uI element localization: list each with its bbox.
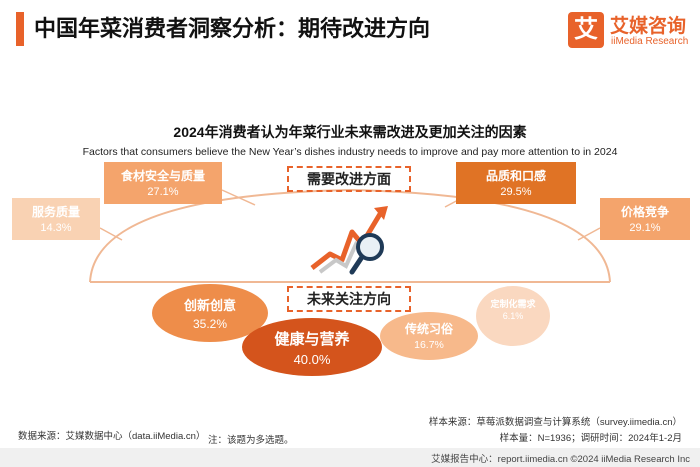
chart-subtitle: Factors that consumers believe the New Y…: [82, 146, 618, 158]
factor-value: 29.5%: [500, 186, 532, 198]
factor-value: 16.7%: [414, 339, 444, 351]
factor-name: 品质和口感: [485, 169, 546, 183]
factor-value: 6.1%: [502, 311, 524, 321]
factor-name: 服务质量: [31, 205, 80, 219]
data-source: 数据来源：艾媒数据中心（data.iiMedia.cn）: [18, 431, 206, 442]
factor-bubble-innovation: 创新创意 35.2%: [152, 284, 268, 342]
report-center-link[interactable]: 艾媒报告中心：report.iimedia.cn ©2024 iiMedia R…: [431, 454, 690, 465]
factor-box-service-quality: 服务质量 14.3%: [12, 198, 100, 240]
sample-source: 样本来源：草莓派数据调查与计算系统（survey.iimedia.cn）: [428, 417, 682, 428]
factor-box-quality-taste: 品质和口感 29.5%: [456, 162, 576, 204]
factor-value: 40.0%: [293, 352, 331, 367]
factor-bubble-health-nutrition: 健康与营养 40.0%: [242, 318, 382, 376]
chart-title: 2024年消费者认为年菜行业未来需改进及更加关注的因素: [173, 124, 527, 140]
trend-magnifier-icon: [310, 206, 388, 275]
group-label-focus: 未来关注方向: [287, 286, 411, 312]
header-accent-bar: [16, 12, 24, 46]
sample-size: 样本量：N=1936；调研时间：2024年1-2月: [499, 433, 682, 444]
factor-value: 14.3%: [40, 222, 72, 234]
factor-name: 创新创意: [183, 298, 236, 313]
factor-name: 价格竞争: [620, 205, 669, 219]
factor-value: 27.1%: [147, 186, 179, 198]
factor-name: 定制化需求: [490, 299, 536, 309]
factor-name: 传统习俗: [404, 322, 453, 336]
iimedia-logo: 艾 艾媒咨询 iiMedia Research: [568, 10, 694, 54]
group-label-improve: 需要改进方面: [287, 166, 411, 192]
logo-english-name: iiMedia Research: [611, 36, 689, 47]
logo-mark: 艾: [568, 12, 604, 48]
connector-food-safety: [221, 189, 256, 206]
factor-name: 健康与营养: [274, 331, 350, 348]
factor-bubble-tradition: 传统习俗 16.7%: [380, 312, 478, 360]
factor-name: 食材安全与质量: [120, 169, 205, 183]
factor-value: 35.2%: [192, 317, 228, 331]
factor-value: 29.1%: [629, 222, 661, 234]
factor-bubble-customization: 定制化需求 6.1%: [476, 286, 550, 346]
footer-bar: 艾媒报告中心：report.iimedia.cn ©2024 iiMedia R…: [0, 448, 700, 467]
connector-service: [99, 227, 123, 241]
multiple-choice-note: 注：该题为多选题。: [208, 435, 294, 446]
logo-chinese-name: 艾媒咨询: [610, 16, 687, 37]
page-title: 中国年菜消费者洞察分析：期待改进方向: [34, 16, 431, 41]
factor-box-food-safety: 食材安全与质量 27.1%: [104, 162, 222, 204]
factor-box-price-competition: 价格竞争 29.1%: [600, 198, 690, 240]
connector-price: [577, 227, 601, 241]
